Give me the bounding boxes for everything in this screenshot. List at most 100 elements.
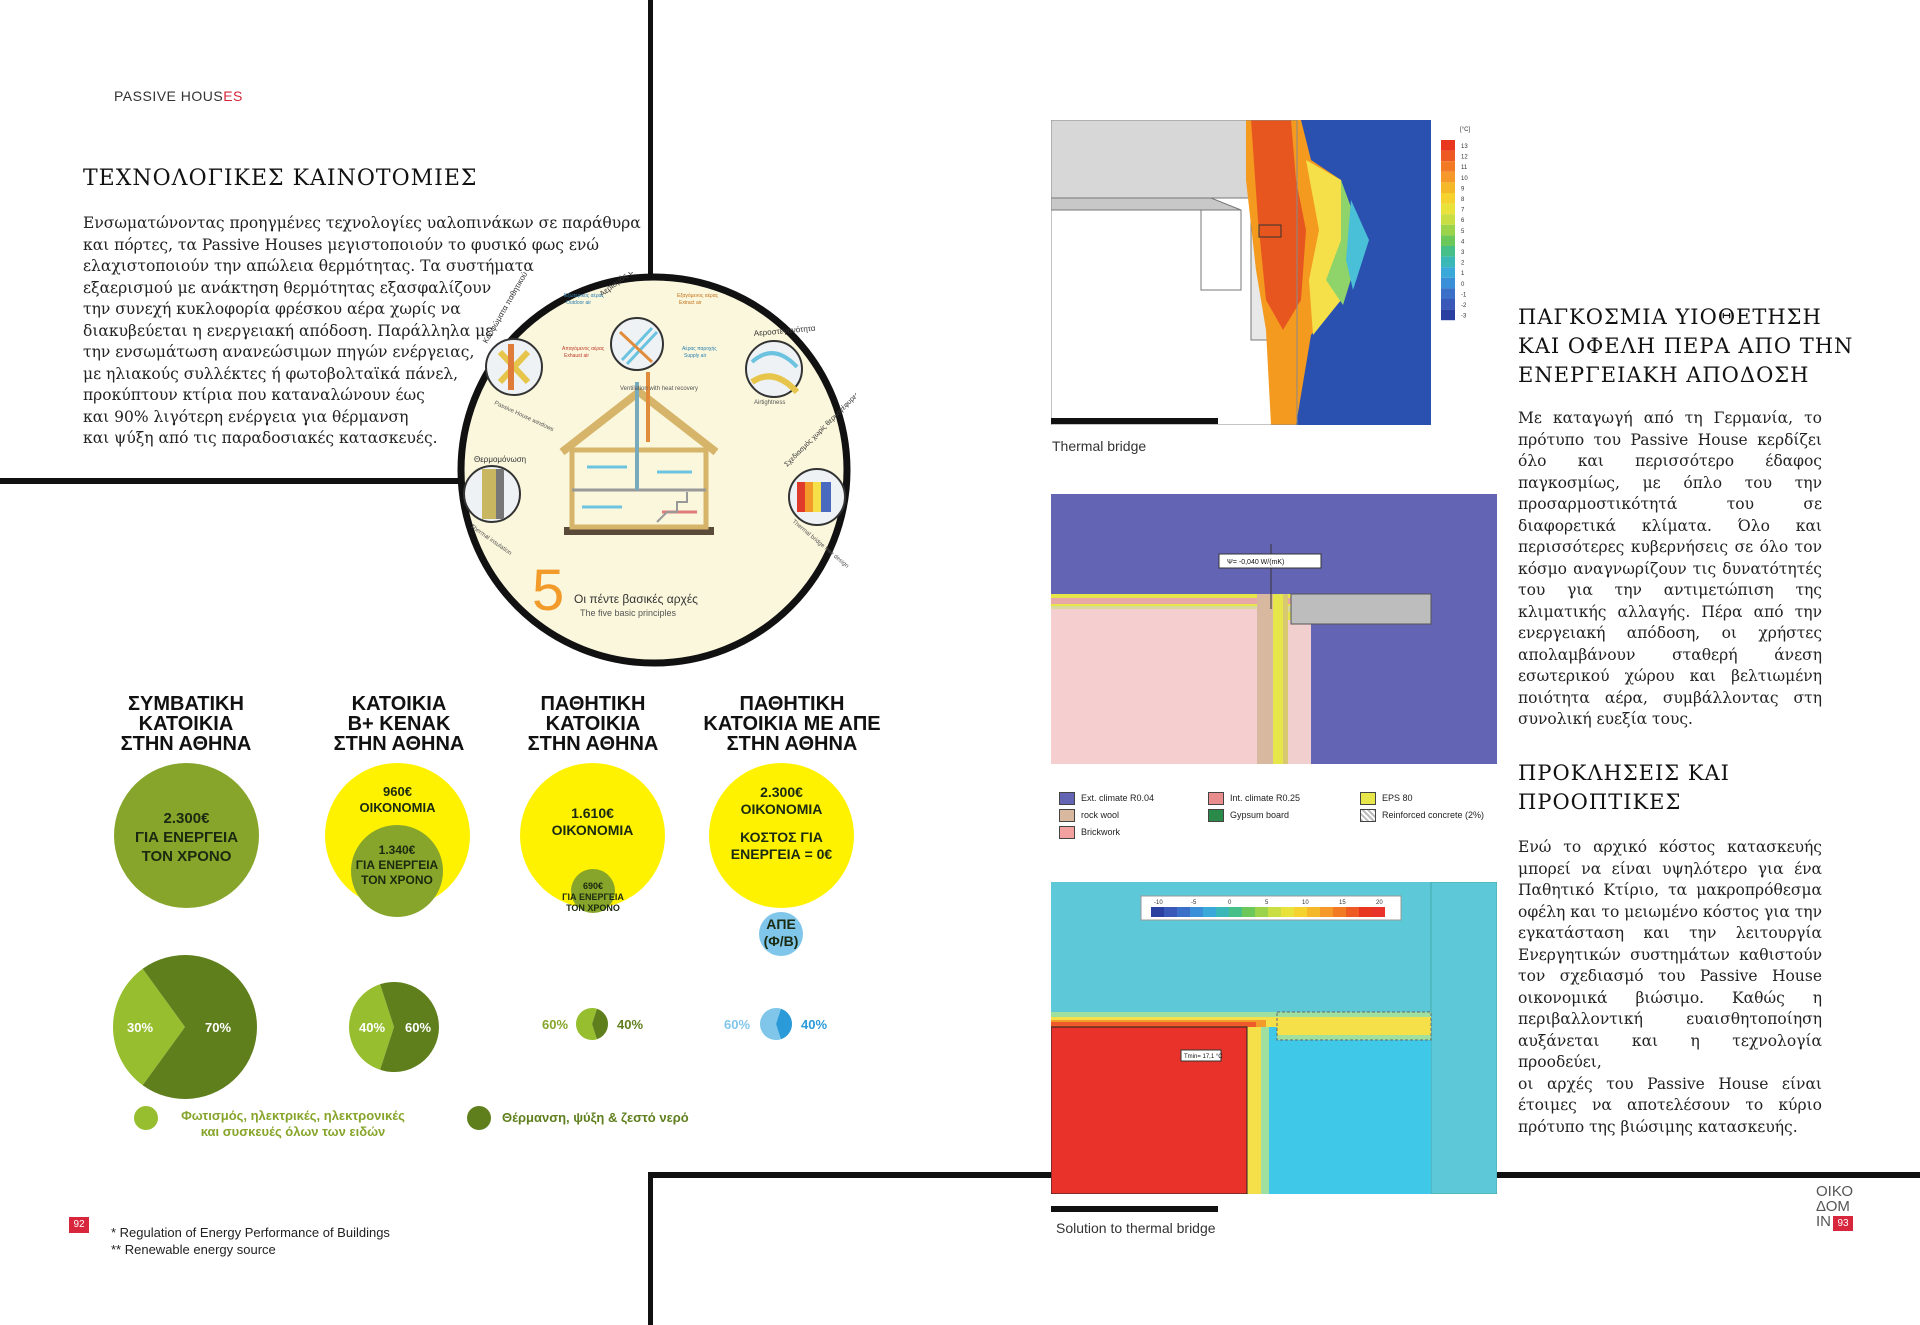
pie-label: 40% bbox=[359, 1020, 385, 1035]
page-number-right: 93 bbox=[1833, 1216, 1853, 1231]
svg-text:Οι πέντε βασικές αρχές: Οι πέντε βασικές αρχές bbox=[574, 592, 698, 606]
house-icon bbox=[559, 372, 719, 535]
scale-swatch bbox=[1307, 907, 1320, 917]
legend-label: Int. climate R0.25 bbox=[1230, 793, 1301, 803]
pie-label: 40% bbox=[801, 1017, 827, 1032]
paragraph-line: κόσμο αναγνωρίζουν τις δυνατότητές bbox=[1518, 559, 1822, 578]
scale-label: 10 bbox=[1302, 900, 1309, 906]
legend-dark-label: Θέρμανση, ψύξη & ζεστό νερό bbox=[502, 1110, 689, 1125]
page-number-left: 92 bbox=[69, 1217, 89, 1233]
scale-swatch bbox=[1441, 171, 1455, 183]
paragraph-line: οικονομικά βιώσιμο. Καθώς η bbox=[1518, 988, 1822, 1007]
legend-dot-dark bbox=[467, 1106, 491, 1130]
paragraph-line: ποιότητα αέρα, συμβάλλοντας στη bbox=[1518, 688, 1822, 707]
pie-slice-dark bbox=[380, 982, 439, 1072]
pie-label: 70% bbox=[205, 1020, 231, 1035]
savings-text: 1.610€ΟΙΚΟΝΟΜΙΑ bbox=[551, 805, 634, 838]
paragraph-line: μπορεί να είναι υψηλότερο για ένα bbox=[1518, 859, 1822, 878]
scale-swatch bbox=[1441, 309, 1455, 321]
scale-label: 20 bbox=[1376, 900, 1383, 906]
thermal-bridge-icon bbox=[788, 468, 846, 526]
figure-caption: Solution to thermal bridge bbox=[1056, 1220, 1216, 1236]
legend-label: EPS 80 bbox=[1382, 793, 1413, 803]
paragraph-line: εγκατάσταση και την λειτουργία bbox=[1518, 924, 1822, 942]
svg-text:Θερμομόνωση: Θερμομόνωση bbox=[474, 455, 526, 464]
footnote: * Regulation of Energy Performance of Bu… bbox=[111, 1225, 390, 1240]
energy-cost-circle bbox=[114, 763, 259, 908]
pie-label: 40% bbox=[617, 1017, 643, 1032]
legend-label: Brickwork bbox=[1081, 827, 1121, 837]
paragraph-line: Παθητικό Κτίριο, τα μακροπρόθεσμα bbox=[1518, 881, 1822, 899]
svg-text:Εξαγόμενος αέρας: Εξαγόμενος αέρας bbox=[677, 292, 719, 299]
scale-swatch bbox=[1203, 907, 1216, 917]
svg-text:Airtightness: Airtightness bbox=[754, 400, 785, 406]
scale-swatch bbox=[1242, 907, 1255, 917]
scale-swatch bbox=[1255, 907, 1268, 917]
pie-slice-dark bbox=[142, 955, 257, 1099]
svg-text:Extract air: Extract air bbox=[679, 300, 702, 306]
paragraph-line: περιβαλλοντική ευαισθητοποίηση bbox=[1518, 1010, 1822, 1028]
pie-slice-light bbox=[348, 984, 394, 1070]
scale-swatch bbox=[1190, 907, 1203, 917]
paragraph-line: οφέλη και το μειωμένο κόστος για την bbox=[1518, 902, 1822, 921]
scale-swatch bbox=[1441, 224, 1455, 236]
legend-swatch bbox=[1059, 792, 1075, 805]
svg-text:Απαγόμενος αέρας: Απαγόμενος αέρας bbox=[562, 345, 605, 352]
scale-swatch bbox=[1441, 246, 1455, 257]
svg-text:Εξωτερικός αέρας: Εξωτερικός αέρας bbox=[564, 292, 604, 299]
paragraph-line: περισσότερες κυβερνήσεις σε όλο τον bbox=[1518, 538, 1822, 556]
scale-swatch bbox=[1333, 907, 1346, 917]
scale-label: 10 bbox=[1461, 176, 1468, 182]
scale-label: 6 bbox=[1461, 218, 1465, 224]
renewable-circle bbox=[759, 912, 803, 956]
legend-swatch bbox=[1059, 826, 1075, 839]
legend-label: Reinforced concrete (2%) bbox=[1382, 810, 1485, 820]
legend-label: rock wool bbox=[1081, 810, 1120, 820]
scale-swatch bbox=[1441, 214, 1455, 225]
scale-swatch bbox=[1441, 203, 1455, 215]
paragraph-line: του για την αντιμετώπιση της bbox=[1518, 581, 1822, 599]
paragraph-line: ενεργειακή απόδοση, οι χρήστες bbox=[1518, 624, 1822, 642]
paragraph-line: παγκοσμίως, με όπλο του την bbox=[1518, 473, 1822, 492]
pie-slice-dark bbox=[592, 1008, 608, 1040]
ventilation-icon bbox=[610, 317, 664, 371]
scale-swatch bbox=[1441, 288, 1455, 299]
scale-swatch bbox=[1372, 907, 1385, 917]
legend-swatch bbox=[1208, 809, 1224, 822]
svg-text:The five basic principles: The five basic principles bbox=[580, 608, 677, 618]
figure-caption: Thermal bridge bbox=[1052, 438, 1147, 454]
scale-label: 5 bbox=[1461, 229, 1465, 235]
svg-text:Ψ= -0,040 W/(mK): Ψ= -0,040 W/(mK) bbox=[1227, 559, 1284, 566]
paragraph-line: πρότυπο της βιώσιμης κατασκευής. bbox=[1518, 1117, 1798, 1136]
svg-text:Supply air: Supply air bbox=[684, 353, 707, 359]
scale-label: 4 bbox=[1461, 239, 1465, 245]
footnote: ** Renewable energy source bbox=[111, 1242, 276, 1257]
pie-slice-light bbox=[112, 968, 185, 1086]
scale-swatch bbox=[1441, 193, 1455, 204]
legend-swatch bbox=[1360, 809, 1376, 822]
caption-bar bbox=[1051, 418, 1218, 424]
scale-swatch bbox=[1441, 150, 1455, 162]
scale-swatch bbox=[1441, 182, 1455, 193]
scale-label: 0 bbox=[1461, 282, 1465, 288]
scale-swatch bbox=[1441, 140, 1455, 151]
pie-label: 60% bbox=[405, 1020, 431, 1035]
scale-swatch bbox=[1177, 907, 1190, 917]
paragraph-line: συνολική ευεξία τους. bbox=[1518, 710, 1693, 728]
svg-text:Αέρας παροχής: Αέρας παροχής bbox=[682, 345, 717, 352]
legend-swatch bbox=[1208, 792, 1224, 805]
scale-swatch bbox=[1441, 299, 1455, 310]
paragraph-line: απολαμβάνουν σταθερή άνεση bbox=[1518, 645, 1822, 664]
scale-label: -3 bbox=[1461, 314, 1467, 320]
svg-text:Exhaust air: Exhaust air bbox=[564, 353, 589, 359]
scale-label: -1 bbox=[1461, 292, 1467, 298]
paragraph-line: Με καταγωγή από τη Γερμανία, το bbox=[1518, 409, 1822, 427]
construction-detail-figure: Ψ= -0,040 W/(mK) bbox=[1051, 494, 1497, 764]
scale-label: -5 bbox=[1191, 900, 1197, 906]
scale-swatch bbox=[1441, 256, 1455, 268]
